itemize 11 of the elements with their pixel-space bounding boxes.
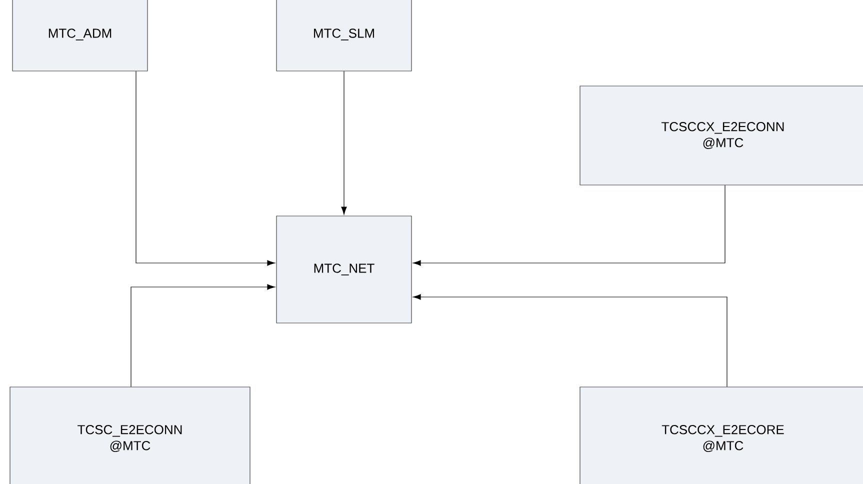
arrow xyxy=(136,71,276,266)
process-box: TCSCCX_E2ECONN @MTC xyxy=(580,86,863,186)
process-box: MTC_SLM xyxy=(276,0,412,72)
arrow xyxy=(412,294,728,387)
arrow xyxy=(130,284,276,387)
process-box: TCSC_E2ECONN @MTC xyxy=(10,386,250,484)
process-box: MTC_ADM xyxy=(12,0,148,72)
arrow xyxy=(341,71,347,215)
arrow xyxy=(412,185,726,266)
process-box: TCSCCX_E2ECORE @MTC xyxy=(580,386,863,484)
process-box: MTC_NET xyxy=(276,216,412,324)
